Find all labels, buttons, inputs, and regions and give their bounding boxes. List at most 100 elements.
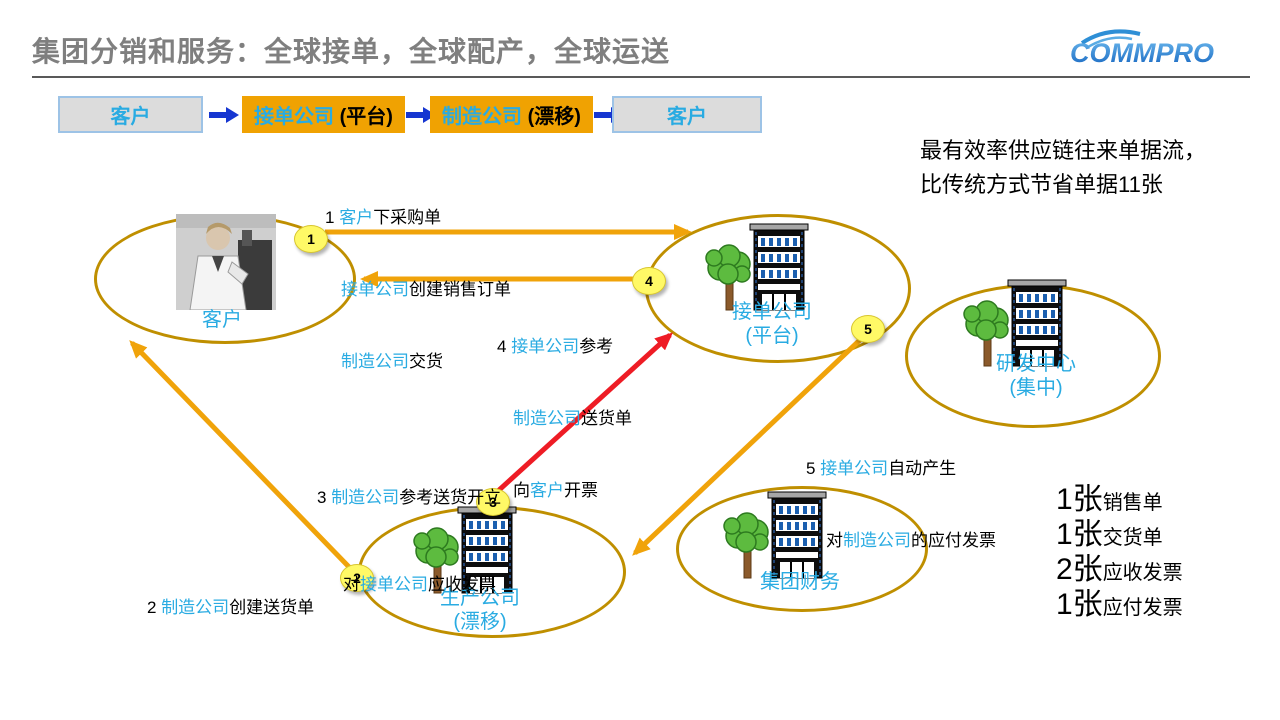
flow-arrow-icon-1 [209, 107, 239, 123]
building-icon [457, 506, 517, 594]
commpro-logo-icon: COMMPRO [1070, 29, 1214, 68]
summary-receivable-count: 2张 [1056, 553, 1103, 586]
step1-l3-hl: 制造公司 [341, 352, 409, 371]
step4-l3-pre: 向 [513, 481, 530, 500]
flow-box-customer-2: 客户 [612, 96, 762, 133]
tree-icon [705, 244, 751, 311]
step4-number: 4 [497, 337, 512, 356]
badge-4: 4 [632, 267, 666, 295]
step5-l1-rest: 自动产生 [888, 459, 957, 478]
building-icon [749, 223, 809, 311]
flow-box-mfg-sub: (漂移) [522, 106, 581, 128]
entity-order-label: 接单公司 (平台) [682, 300, 862, 348]
note-step3-line1: 3 制造公司参考送货开立 [317, 483, 501, 512]
summary-receivable-label: 应收发票 [1102, 562, 1183, 584]
summary-row-receivable: 2张应收发票 [1056, 544, 1183, 586]
note-step4-line2: 制造公司送货单 [497, 407, 632, 431]
note-step4-line3: 向客户开票 [497, 479, 632, 503]
step4-l1-hl: 接单公司 [511, 337, 580, 356]
step5-l2-hl: 制造公司 [843, 531, 911, 550]
step1-l2-rest: 创建销售订单 [409, 280, 511, 299]
note-step2-line1: 2 制造公司创建送货单 [147, 596, 314, 620]
step3-number: 3 [317, 488, 332, 507]
summary-delivery-label: 交货单 [1102, 527, 1163, 549]
flow-box-order-company: 接单公司 (平台) [242, 96, 405, 133]
tree-icon [963, 300, 1009, 367]
step4-l1-rest: 参考 [579, 337, 614, 356]
note-step1-line1: 1 客户下采购单 [325, 206, 511, 230]
entity-prod-label-sub: (漂移) [453, 611, 507, 633]
badge-1: 1 [294, 225, 328, 253]
prod-company-building-icon [413, 506, 517, 594]
flow-box-mfg-company: 制造公司 (漂移) [430, 96, 593, 133]
note-step5-line1: 5 接单公司自动产生 [806, 457, 996, 481]
headline-line1: 最有效率供应链往来单据流， [920, 138, 1207, 163]
note-step2: 2 制造公司创建送货单 [147, 548, 314, 668]
badge-1-number: 1 [307, 231, 315, 247]
note-step1-line3: 制造公司交货 [325, 350, 511, 374]
step5-l2-pre: 对 [826, 531, 843, 550]
entity-finance-label-text: 集团财务 [760, 571, 840, 593]
step5-number: 5 [806, 459, 821, 478]
badge-3-number: 3 [489, 494, 497, 510]
step4-l2-hl: 制造公司 [513, 409, 581, 428]
flow-arrow-icon-2 [406, 107, 436, 123]
summary-payable-count: 1张 [1056, 588, 1103, 621]
document-summary: 1张销售单 1张交货单 2张应收发票 1张应付发票 [1056, 474, 1183, 621]
rd-center-building-icon [963, 279, 1067, 367]
flow-box-mfg-label: 制造公司 [442, 106, 523, 128]
flow-box-customer-1: 客户 [58, 96, 203, 133]
note-step1-line2: 接单公司创建销售订单 [325, 278, 511, 302]
headline-line2: 比传统方式节省单据11张 [920, 172, 1163, 197]
summary-payable-label: 应付发票 [1102, 597, 1183, 619]
entity-prod-label: 生产公司 (漂移) [390, 586, 570, 634]
entity-order-label-text: 接单公司 [732, 301, 812, 323]
step3-l1-rest: 参考送货开立 [399, 488, 502, 507]
building-icon [1007, 279, 1067, 367]
entity-customer-label-text: 客户 [202, 309, 242, 331]
step1-l1-rest: 下采购单 [373, 208, 442, 227]
flow-box-customer-2-label: 客户 [667, 106, 707, 128]
step3-l2-rest: 应收发票 [428, 575, 496, 594]
step1-l3-rest: 交货 [409, 352, 443, 371]
flow-box-customer-1-label: 客户 [110, 106, 151, 128]
step5-l1-hl: 接单公司 [820, 459, 889, 478]
entity-prod-label-text: 生产公司 [440, 587, 520, 609]
summary-sales-label: 销售单 [1102, 492, 1163, 514]
badge-2-number: 2 [353, 570, 361, 586]
flow-box-order-label: 接单公司 [254, 106, 335, 128]
headline: 最有效率供应链往来单据流， 比传统方式节省单据11张 [920, 134, 1206, 202]
page-title: 集团分销和服务：全球接单，全球配产，全球运送 [32, 37, 671, 68]
step1-l1-hl: 客户 [339, 208, 374, 227]
summary-sales-count: 1张 [1056, 483, 1103, 516]
note-step1: 1 客户下采购单 接单公司创建销售订单 制造公司交货 [325, 158, 511, 422]
step5-l2-rest: 的应付发票 [911, 531, 996, 550]
note-step4: 4 接单公司参考 制造公司送货单 向客户开票 [497, 287, 632, 551]
summary-row-payable: 1张应付发票 [1056, 579, 1183, 621]
logo-text: COMMPRO [1070, 38, 1214, 68]
note-step4-line1: 4 接单公司参考 [497, 335, 632, 359]
entity-rd-label-text: 研发中心 [996, 353, 1076, 375]
note-step3: 3 制造公司参考送货开立 对接单公司应收发票 [317, 425, 501, 657]
entity-rd-label: 研发中心 (集中) [946, 352, 1126, 400]
summary-row-delivery: 1张交货单 [1056, 509, 1183, 551]
note-step5: 5 接单公司自动产生 对制造公司的应付发票 [806, 409, 996, 601]
entity-order-label-sub: (平台) [745, 325, 799, 347]
title-divider [32, 76, 1250, 78]
step1-l2-hl: 接单公司 [341, 280, 409, 299]
order-company-building-icon [705, 223, 809, 311]
step4-l3-hl: 客户 [530, 481, 564, 500]
step4-l2-rest: 送货单 [581, 409, 632, 428]
step3-l1-hl: 制造公司 [331, 488, 400, 507]
note-step5-line2: 对制造公司的应付发票 [806, 529, 996, 553]
commpro-logo: COMMPRO [1066, 28, 1246, 75]
tree-icon [723, 512, 769, 579]
flow-box-order-sub: (平台) [334, 106, 393, 128]
step2-number: 2 [147, 598, 162, 617]
badge-5-number: 5 [864, 321, 872, 337]
step1-number: 1 [325, 208, 340, 227]
entity-customer-label: 客户 [132, 308, 312, 332]
step3-l2-pre: 对 [343, 575, 360, 594]
summary-delivery-count: 1张 [1056, 518, 1103, 551]
